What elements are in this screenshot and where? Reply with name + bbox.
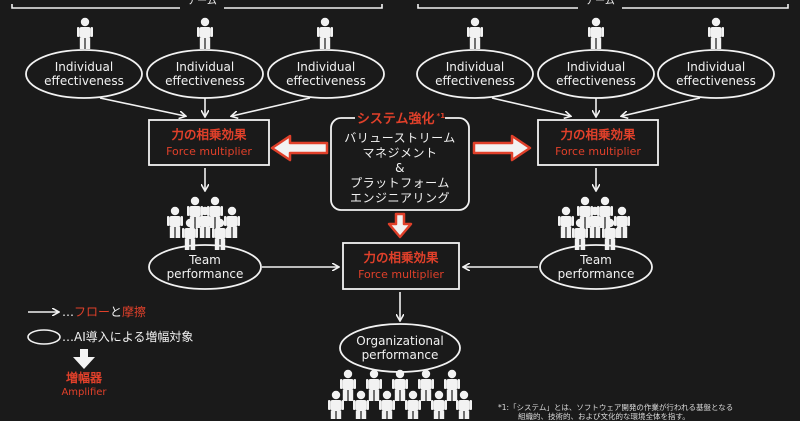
legend-amplifier-ja: 増幅器: [65, 371, 102, 385]
system-line: プラットフォーム: [350, 176, 450, 190]
force-box-right: [537, 119, 659, 166]
individual-ellipse: [416, 49, 534, 99]
person-icon: [317, 17, 333, 49]
system-title: システム強化*1: [331, 112, 469, 128]
force-title-center: 力の相乗効果: [363, 250, 439, 265]
org-performance: Organizational performance: [356, 334, 444, 363]
team-ellipse-right: [539, 244, 653, 290]
flow-arrow: [99, 97, 185, 116]
system-note-mark: *1: [436, 112, 446, 120]
individual-label: Individual effectiveness: [435, 60, 515, 89]
individual-label: Individual effectiveness: [165, 60, 245, 89]
system-line: エンジニアリング: [349, 191, 450, 205]
person-icon: [197, 17, 213, 49]
person-icon: [77, 17, 93, 49]
amplify-arrow-left: [270, 134, 329, 162]
team-performance-right: Team performance: [557, 253, 635, 282]
system-line: バリューストリーム: [344, 131, 456, 145]
flow-arrow: [622, 97, 701, 116]
legend-ellipse-text: …AI導入による増幅対象: [62, 330, 194, 344]
person-icon: [588, 17, 604, 49]
amplify-arrow-down: [387, 212, 413, 239]
force-sub-left: Force multiplier: [166, 145, 252, 158]
individual-label: Individual effectiveness: [676, 60, 756, 89]
individual-ellipse: [657, 49, 775, 99]
force-title-right: 力の相乗効果: [560, 127, 636, 142]
individual-ellipse: [25, 49, 143, 99]
team-performance-left: Team performance: [166, 253, 244, 282]
person-icon: [467, 17, 483, 49]
individual-label: Individual effectiveness: [44, 60, 124, 89]
force-sub-right: Force multiplier: [555, 145, 641, 158]
legend-amplifier-arrow: [73, 349, 95, 369]
individual-label: Individual effectiveness: [556, 60, 636, 89]
person-icon: [708, 17, 724, 49]
individual-label: Individual effectiveness: [286, 60, 366, 89]
team-people-left: [167, 196, 240, 250]
force-box-left: [148, 119, 270, 166]
system-title-text: システム強化: [354, 112, 437, 128]
org-people: [328, 369, 472, 419]
footnote-line1: *1:「システム」とは、ソフトウェア開発の作業が行われる基盤となる: [498, 403, 734, 412]
force-box-center: [342, 242, 460, 290]
force-title-left: 力の相乗効果: [171, 127, 247, 142]
individual-ellipse: [267, 49, 385, 99]
legend-flow: …フローと摩擦: [62, 305, 147, 319]
legend-ellipse: [27, 329, 61, 345]
flow-arrow: [232, 97, 311, 116]
system-line: &: [395, 161, 405, 175]
legend-amplifier-en: Amplifier: [61, 387, 107, 398]
footnote-line2: 組織的、技術的、および文化的な環境全体を指す。: [518, 412, 690, 421]
flow-arrow: [491, 97, 570, 116]
team-label-right: チーム: [585, 0, 615, 7]
team-people-right: [558, 196, 630, 250]
force-sub-center: Force multiplier: [358, 268, 444, 281]
team-ellipse-left: [148, 244, 262, 290]
team-label-left: チーム: [187, 0, 217, 7]
system-line: マネジメント: [362, 146, 438, 160]
amplify-arrow-right: [472, 134, 532, 162]
